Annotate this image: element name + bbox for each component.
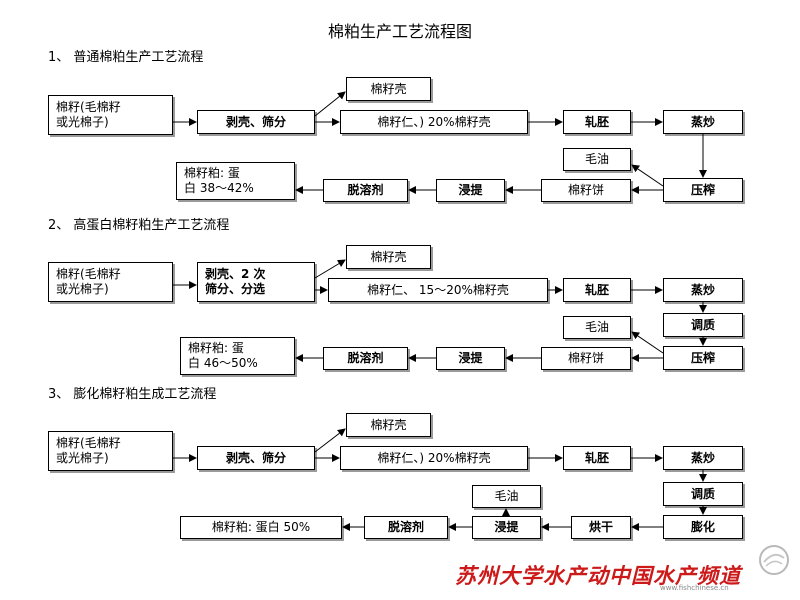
flow3-kernels-box: 棉籽仁、) 20%棉籽壳 [340, 446, 528, 470]
flow1-dehull-box: 剥壳、筛分 [197, 110, 315, 134]
flow1-arrow-dehull-hulls [314, 91, 346, 117]
flow3-hulls-box: 棉籽壳 [346, 413, 431, 437]
flow3-cottonseed-line2: 或光棉子) [56, 451, 109, 465]
watermark-logo-icon [759, 545, 789, 575]
flow1-cottonseed-line1: 棉籽(毛棉籽 [56, 100, 121, 114]
flow3-desolvent-box: 脱溶剂 [364, 516, 448, 539]
flow1-crude-oil-box: 毛油 [563, 148, 631, 171]
flow1-extract-box: 浸提 [436, 179, 505, 202]
flow2-hulls-box: 棉籽壳 [346, 245, 431, 269]
flow3-cook-box: 蒸炒 [663, 446, 743, 470]
flow2-cook-box: 蒸炒 [663, 278, 743, 302]
flow1-meal-line2: 白 38～42% [184, 181, 254, 195]
flow1-meal-line1: 棉籽粕: 蛋 [184, 166, 240, 180]
flow2-kernels-box: 棉籽仁、 15～20%棉籽壳 [328, 278, 548, 302]
flow3-expand-box: 膨化 [663, 515, 743, 539]
page-title: 棉粕生产工艺流程图 [327, 22, 472, 41]
flow3-heading: 3、 膨化棉籽粕生成工艺流程 [48, 387, 217, 402]
flow2-dehull-line1: 剥壳、2 次 [205, 267, 266, 281]
watermark-text: 苏州大学水产动中国水产频道 [455, 563, 741, 588]
flow2-cottonseed-box: 棉籽(毛棉籽或光棉子) [48, 262, 173, 302]
flow1-arrow-press-oil [631, 164, 664, 187]
watermark-url: www.fishchinese.cn [660, 584, 729, 592]
flow3-roll-box: 轧胚 [563, 446, 631, 470]
flow1-cook-box: 蒸炒 [663, 110, 743, 134]
flow1-heading: 1、 普通棉粕生产工艺流程 [48, 50, 204, 65]
flow1-meal-box: 棉籽粕: 蛋白 38～42% [176, 162, 295, 200]
flow2-dehull-box: 剥壳、2 次筛分、分选 [197, 262, 315, 302]
flow2-arrow-press-oil [631, 331, 664, 354]
flow3-arrow-dehull-hulls [314, 428, 346, 453]
flow3-meal-box: 棉籽粕: 蛋白 50% [180, 516, 342, 539]
flow3-dry-box: 烘干 [571, 516, 631, 539]
flow1-hulls-box: 棉籽壳 [346, 77, 431, 101]
flow2-cottonseed-line2: 或光棉子) [56, 282, 109, 296]
flow1-cottonseed-box: 棉籽(毛棉籽或光棉子) [48, 95, 173, 135]
flow2-meal-line2: 白 46～50% [188, 356, 258, 370]
flow2-cottonseed-line1: 棉籽(毛棉籽 [56, 267, 121, 281]
flow3-cottonseed-line1: 棉籽(毛棉籽 [56, 436, 121, 450]
flow2-meal-box: 棉籽粕: 蛋白 46～50% [180, 337, 295, 375]
flow3-extract-box: 浸提 [472, 516, 541, 539]
flow3-dehull-box: 剥壳、筛分 [197, 446, 315, 470]
flow2-press-box: 压榨 [663, 346, 743, 370]
flow2-dehull-line2: 筛分、分选 [205, 282, 266, 296]
flow1-cottonseed-line2: 或光棉子) [56, 115, 109, 129]
flow2-arrow-dehull-hulls [314, 259, 346, 279]
flow2-crude-oil-box: 毛油 [563, 316, 631, 339]
flow3-cottonseed-box: 棉籽(毛棉籽或光棉子) [48, 431, 173, 471]
flow1-cake-box: 棉籽饼 [541, 179, 631, 202]
flow2-meal-line1: 棉籽粕: 蛋 [188, 341, 244, 355]
flow2-heading: 2、 高蛋白棉籽粕生产工艺流程 [48, 218, 230, 233]
flow2-extract-box: 浸提 [436, 347, 505, 370]
flow1-press-box: 压榨 [663, 178, 743, 202]
flow3-crude-oil-box: 毛油 [472, 485, 541, 508]
flow2-condition-box: 调质 [663, 313, 743, 337]
flow1-roll-box: 轧胚 [563, 110, 631, 134]
flow1-desolvent-box: 脱溶剂 [323, 179, 408, 202]
flow2-roll-box: 轧胚 [563, 278, 631, 302]
flow2-cake-box: 棉籽饼 [541, 347, 631, 370]
flow3-condition-box: 调质 [663, 482, 743, 506]
flow1-kernels-box: 棉籽仁、) 20%棉籽壳 [340, 110, 528, 134]
flow2-desolvent-box: 脱溶剂 [323, 347, 408, 370]
